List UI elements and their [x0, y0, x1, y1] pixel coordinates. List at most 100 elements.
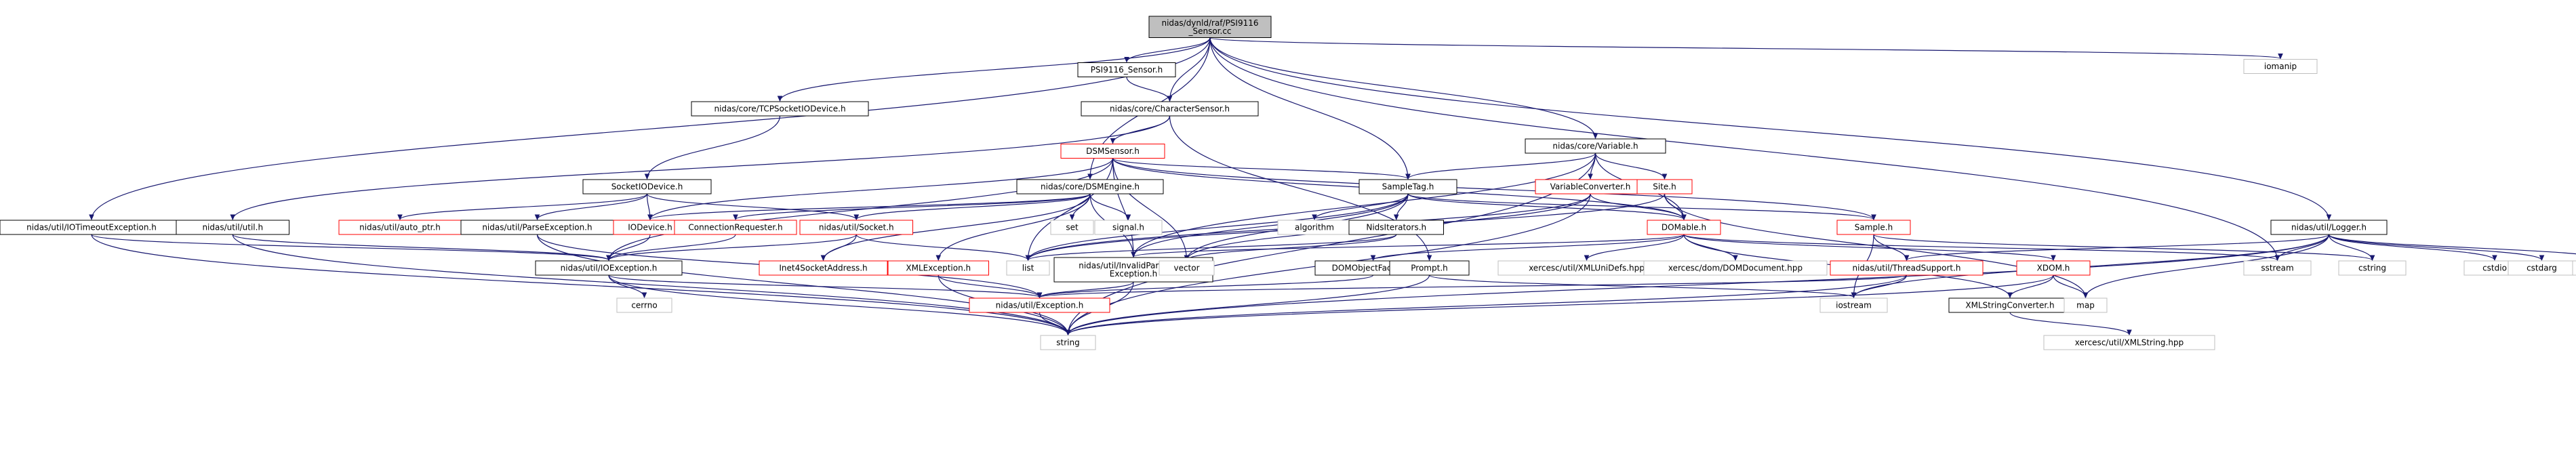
node-cerrno[interactable]: cerrno — [616, 297, 672, 313]
node-nidsiter_h[interactable]: NidsIterators.h — [1348, 220, 1444, 235]
node-cstdarg[interactable]: cstdarg — [2508, 260, 2576, 276]
node-xmlstring[interactable]: xercesc/util/XMLString.hpp — [2043, 335, 2215, 350]
node-site_h[interactable]: Site.h — [1636, 179, 1693, 194]
edge-domobjfactory_h-to-exception_h — [1040, 274, 1374, 297]
node-label: Exception.h — [1110, 269, 1157, 279]
node-box — [759, 260, 888, 276]
edge-nidsiter_h-to-vector — [1187, 234, 1397, 260]
node-label: string — [1056, 338, 1079, 348]
node-map[interactable]: map — [2064, 297, 2108, 313]
node-label: iostream — [1836, 301, 1872, 310]
node-label: xercesc/dom/DOMDocument.hpp — [1668, 264, 1803, 273]
node-box — [969, 297, 1110, 313]
node-varconverter_h[interactable]: VariableConverter.h — [1535, 179, 1646, 194]
node-iodevice_h[interactable]: IODevice.h — [613, 220, 687, 235]
node-sampletag_h[interactable]: SampleTag.h — [1359, 179, 1457, 194]
node-box — [616, 297, 672, 313]
edge-domable_h-to-domdocument — [1683, 234, 1735, 260]
edge-psi_h-to-charsensor_h — [1126, 77, 1170, 102]
node-list[interactable]: list — [1006, 260, 1050, 276]
edge-charsensor_h-to-util_h — [233, 115, 1171, 220]
edge-xmlstringconv_h-to-xmlstring — [2009, 312, 2129, 335]
node-box — [1081, 101, 1259, 117]
node-signal_h[interactable]: signal.h — [1094, 220, 1163, 235]
node-iomanip[interactable]: iomanip — [2243, 59, 2318, 74]
node-set[interactable]: set — [1050, 220, 1094, 235]
edge-util_h-to-ioexception_h — [232, 234, 609, 260]
node-autoptr_h[interactable]: nidas/util/auto_ptr.h — [338, 220, 462, 235]
node-label: Site.h — [1653, 182, 1676, 192]
edge-logger_h-to-threadsupport_h — [1907, 234, 2330, 260]
node-label: nidas/util/Socket.h — [819, 223, 894, 232]
node-label: nidas/util/Exception.h — [996, 301, 1084, 310]
node-box — [674, 220, 797, 235]
node-label: nidas/core/DSMEngine.h — [1041, 182, 1140, 192]
node-threadsupport_h[interactable]: nidas/util/ThreadSupport.h — [1830, 260, 1984, 276]
node-syslog_h[interactable]: syslog.h — [2572, 260, 2576, 276]
node-algorithm[interactable]: algorithm — [1277, 220, 1352, 235]
node-cstring[interactable]: cstring — [2338, 260, 2407, 276]
node-box — [691, 101, 869, 117]
edge-domable_h-to-xdom_h — [1683, 234, 2053, 260]
edge-socketiodevice_h-to-iodevice_h — [646, 193, 651, 220]
node-xdom_h[interactable]: XDOM.h — [2016, 260, 2091, 276]
node-box — [2243, 59, 2318, 74]
node-xmlunidefs[interactable]: xercesc/util/XMLUniDefs.hpp — [1497, 260, 1676, 276]
node-label: ConnectionRequester.h — [688, 223, 782, 232]
edge-socketiodevice_h-to-autoptr_h — [400, 193, 648, 220]
nodes-layer: nidas/dynld/raf/PSI9116_Sensor.ccPSI9116… — [0, 16, 2576, 350]
node-string[interactable]: string — [1040, 335, 1096, 350]
node-charsensor_h[interactable]: nidas/core/CharacterSensor.h — [1081, 101, 1259, 117]
node-root[interactable]: nidas/dynld/raf/PSI9116_Sensor.cc — [1148, 16, 1272, 38]
edge-logger_h-to-map — [2086, 234, 2330, 297]
node-ioexception_h[interactable]: nidas/util/IOException.h — [535, 260, 683, 276]
node-box — [1836, 220, 1911, 235]
node-label: signal.h — [1112, 223, 1144, 232]
node-label: iomanip — [2264, 62, 2297, 71]
node-label: algorithm — [1295, 223, 1334, 232]
node-inet4_h[interactable]: Inet4SocketAddress.h — [759, 260, 888, 276]
edge-socket_h-to-ioexception_h — [609, 234, 857, 260]
edge-threadsupport_h-to-exception_h — [1040, 274, 1908, 297]
node-label: SocketIODevice.h — [611, 182, 683, 192]
edge-prompt_h-to-string — [1068, 274, 1430, 335]
edge-sampletag_h-to-algorithm — [1314, 193, 1409, 220]
node-label: nidas/util/ParseException.h — [482, 223, 592, 232]
edge-site_h-to-map — [1664, 193, 2086, 297]
node-dsmsensor_h[interactable]: DSMSensor.h — [1060, 144, 1165, 159]
node-box — [1148, 16, 1272, 38]
node-domdocument[interactable]: xercesc/dom/DOMDocument.hpp — [1643, 260, 1828, 276]
node-util_h[interactable]: nidas/util/util.h — [176, 220, 289, 235]
node-sample_h[interactable]: Sample.h — [1836, 220, 1911, 235]
edge-dsmsensor_h-to-vector — [1112, 158, 1187, 261]
node-label: DOMable.h — [1662, 223, 1706, 232]
node-box — [1819, 297, 1888, 313]
edge-threadsupport_h-to-string — [1068, 274, 1908, 335]
node-tcp_h[interactable]: nidas/core/TCPSocketIODevice.h — [691, 101, 869, 117]
node-connreq_h[interactable]: ConnectionRequester.h — [674, 220, 797, 235]
node-box — [2338, 260, 2407, 276]
node-iostream[interactable]: iostream — [1819, 297, 1888, 313]
edge-root-to-sampletag_h — [1209, 37, 1408, 180]
node-box — [1094, 220, 1163, 235]
node-label: nidas/util/util.h — [202, 223, 263, 232]
node-iotimeout_h[interactable]: nidas/util/IOTimeoutException.h — [0, 220, 184, 235]
node-socket_h[interactable]: nidas/util/Socket.h — [799, 220, 913, 235]
node-xmlexc_h[interactable]: XMLException.h — [887, 260, 989, 276]
node-socketiodevice_h[interactable]: SocketIODevice.h — [582, 179, 712, 194]
node-exception_h[interactable]: nidas/util/Exception.h — [969, 297, 1110, 313]
node-box — [1647, 220, 1721, 235]
node-dsmengine_h[interactable]: nidas/core/DSMEngine.h — [1016, 179, 1164, 194]
node-xmlstringconv_h[interactable]: XMLStringConverter.h — [1948, 297, 2072, 313]
node-label: nidas/util/auto_ptr.h — [359, 223, 441, 232]
node-label: Prompt.h — [1411, 264, 1447, 273]
node-prompt_h[interactable]: Prompt.h — [1389, 260, 1470, 276]
node-parseexc_h[interactable]: nidas/util/ParseException.h — [460, 220, 614, 235]
edge-invalidparam_h-to-exception_h — [1040, 281, 1134, 297]
node-vector[interactable]: vector — [1159, 260, 1215, 276]
node-psi_h[interactable]: PSI9116_Sensor.h — [1077, 62, 1176, 77]
node-logger_h[interactable]: nidas/util/Logger.h — [2270, 220, 2388, 235]
node-domable_h[interactable]: DOMable.h — [1647, 220, 1721, 235]
node-variable_h[interactable]: nidas/core/Variable.h — [1525, 138, 1666, 154]
node-sstream[interactable]: sstream — [2243, 260, 2312, 276]
